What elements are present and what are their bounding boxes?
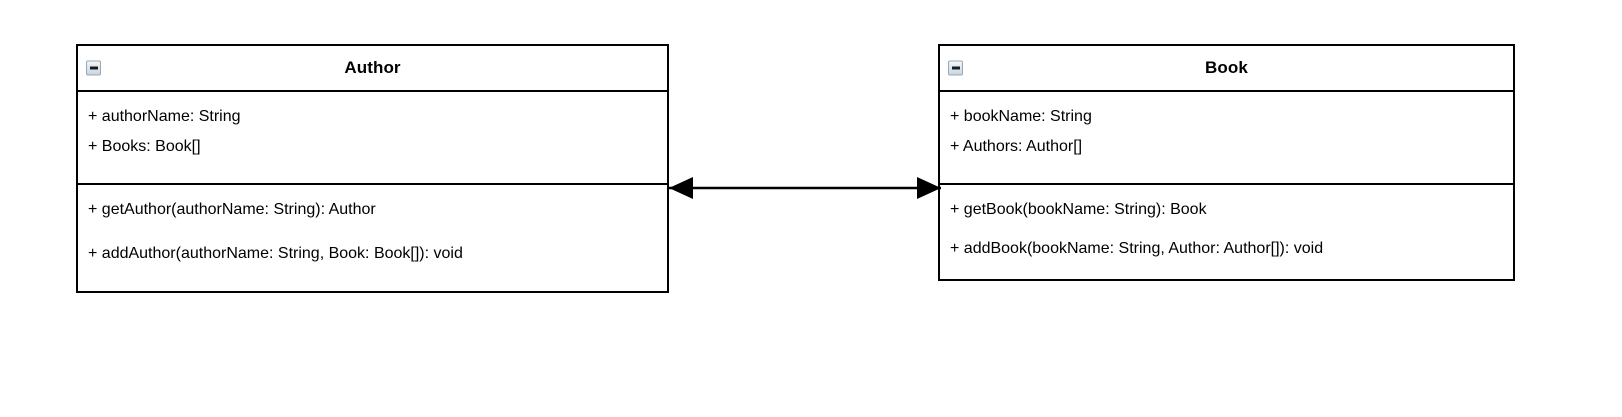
methods-compartment-book: + getBook(bookName: String): Book + addB…	[940, 185, 1513, 279]
method-row: + getAuthor(authorName: String): Author	[88, 201, 376, 218]
attribute-row: + Books: Book[]	[88, 138, 201, 155]
uml-class-book[interactable]: Book + bookName: String + Authors: Autho…	[938, 44, 1515, 281]
method-row: + addBook(bookName: String, Author: Auth…	[950, 240, 1324, 257]
attributes-compartment-author: + authorName: String + Books: Book[]	[78, 92, 667, 185]
attribute-row: + bookName: String	[950, 108, 1092, 125]
collapse-minus-icon[interactable]	[948, 60, 963, 76]
collapse-minus-bar	[89, 66, 98, 70]
class-name-book: Book	[1205, 58, 1248, 77]
methods-compartment-author: + getAuthor(authorName: String): Author …	[78, 185, 667, 291]
method-row: + getBook(bookName: String): Book	[950, 201, 1207, 218]
association-connector-author-book[interactable]	[660, 166, 950, 210]
attributes-compartment-book: + bookName: String + Authors: Author[]	[940, 92, 1513, 185]
class-header-author: Author	[78, 46, 667, 92]
collapse-minus-bar	[951, 66, 960, 70]
class-name-author: Author	[344, 58, 401, 77]
attribute-row: + authorName: String	[88, 108, 241, 125]
attribute-row: + Authors: Author[]	[950, 138, 1083, 155]
class-header-book: Book	[940, 46, 1513, 92]
uml-class-author[interactable]: Author + authorName: String + Books: Boo…	[76, 44, 669, 293]
method-row: + addAuthor(authorName: String, Book: Bo…	[88, 245, 463, 262]
collapse-minus-icon[interactable]	[86, 60, 101, 76]
source-arrowhead-icon	[669, 177, 693, 199]
